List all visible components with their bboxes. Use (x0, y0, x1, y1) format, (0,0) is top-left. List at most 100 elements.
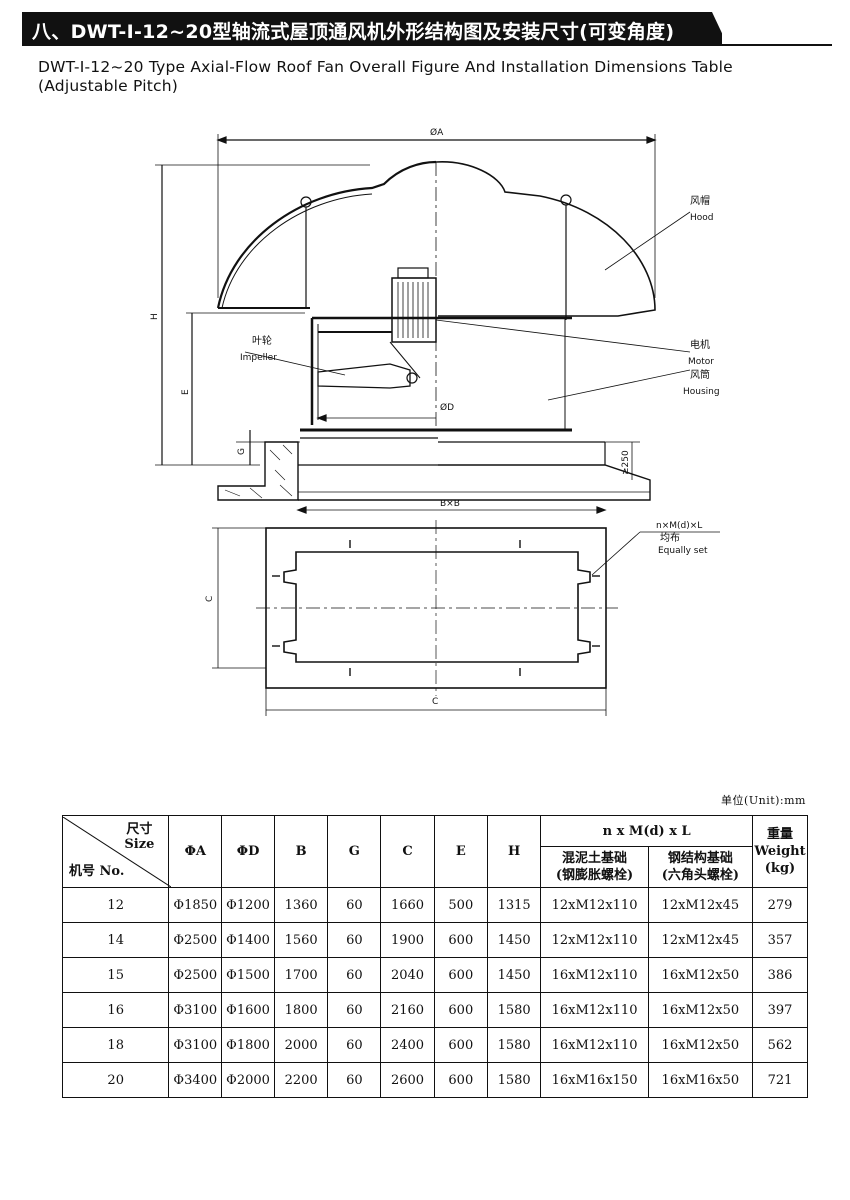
header-concrete-line2: (钢膨胀螺栓) (555, 868, 634, 883)
table-body: 12 Φ1850 Φ1200 1360 60 1660 500 1315 12x… (61, 887, 809, 1098)
page-subtitle: DWT-I-12~20 Type Axial-Flow Roof Fan Ove… (38, 58, 838, 96)
cell-concrete: 16xM12x110 (540, 992, 649, 1028)
cell-g: 60 (327, 1062, 382, 1098)
cell-c: 2040 (380, 957, 435, 993)
cell-steel: 16xM12x50 (647, 1027, 753, 1063)
impeller-hub (406, 372, 418, 384)
label-dim-bxb: B×B (440, 499, 460, 509)
base-plate-right (298, 464, 651, 501)
plan-inner-opening (283, 551, 591, 663)
header-col-concrete: 混泥土基础 (钢膨胀螺栓) (540, 846, 649, 888)
cell-d: Φ1200 (221, 887, 275, 923)
motor-body (391, 277, 437, 343)
hood-outline-left (216, 160, 437, 309)
cell-e: 600 (433, 922, 488, 958)
cell-weight: 721 (751, 1062, 809, 1098)
motor-cap (397, 267, 429, 279)
cell-weight: 386 (751, 957, 809, 993)
header-weight-cn: 重量 (766, 827, 793, 842)
subtitle-line-1: DWT-I-12~20 Type Axial-Flow Roof Fan Ove… (38, 58, 733, 76)
header-col-h: H (486, 815, 542, 888)
header-steel-line1: 钢结构基础 (667, 851, 733, 866)
header-col-c: C (380, 815, 435, 888)
subtitle-line-2: (Adjustable Pitch) (38, 77, 178, 95)
dim-a-arrow-right (646, 136, 657, 144)
title-bar: 八、DWT-I-12~20型轴流式屋顶通风机外形结构图及安装尺寸(可变角度) (22, 12, 722, 46)
header-col-weight: 重量 Weight (kg) (751, 815, 809, 888)
cell-a: Φ3400 (168, 1062, 223, 1098)
plan-bolt-marks (272, 540, 600, 676)
label-dim-a: ØA (430, 127, 444, 138)
cell-a: Φ2500 (168, 922, 223, 958)
impeller-blade (317, 363, 411, 389)
header-steel-line2: (六角头螺栓) (661, 868, 740, 883)
table-row: 18 Φ3100 Φ1800 2000 60 2400 600 1580 16x… (61, 1027, 809, 1063)
dim-bxb-arrow-right (596, 506, 607, 514)
dim-a-arrow-left (216, 136, 227, 144)
label-impeller-cn: 叶轮 (252, 334, 272, 347)
fan-technical-drawing: ØA H E G ØD ≥250 B×B C C 风帽 Hood 叶轮 Impe… (150, 127, 720, 716)
label-dim-250: ≥250 (621, 450, 631, 475)
header-diagonal (63, 816, 171, 887)
label-dim-g: G (237, 448, 247, 455)
cell-a: Φ3100 (168, 1027, 223, 1063)
cell-steel: 16xM16x50 (647, 1062, 753, 1098)
cell-e: 600 (433, 957, 488, 993)
cell-no: 18 (61, 1027, 170, 1063)
dim-d-arrow (316, 414, 327, 422)
cell-weight: 562 (751, 1027, 809, 1063)
leader-housing (547, 369, 691, 401)
label-equally-cn: 均布 (660, 532, 680, 544)
cell-b: 1800 (273, 992, 329, 1028)
header-size: 尺寸 Size (124, 822, 154, 852)
concrete-curb-left (217, 441, 299, 501)
cell-b: 1700 (273, 957, 329, 993)
hood-outline-right (435, 161, 656, 317)
cell-c: 2600 (380, 1062, 435, 1098)
cell-b: 2000 (273, 1027, 329, 1063)
cell-h: 1580 (486, 1027, 542, 1063)
header-size-cn: 尺寸 (126, 821, 153, 837)
label-housing-en: Housing (683, 387, 720, 397)
shaft-line (389, 341, 421, 379)
cell-b: 1560 (273, 922, 329, 958)
cell-concrete: 12xM12x110 (540, 887, 649, 923)
table-row: 15 Φ2500 Φ1500 1700 60 2040 600 1450 16x… (61, 957, 809, 993)
header-col-bolts: n x M(d) x L (540, 815, 753, 847)
cell-a: Φ1850 (168, 887, 223, 923)
label-bolts: n×M(d)×L (656, 521, 702, 531)
dim-bxb-arrow-left (296, 506, 307, 514)
header-size-model: 尺寸 Size 机号 No. (61, 815, 171, 888)
unit-note: 单位(Unit):mm (721, 794, 806, 807)
cell-a: Φ3100 (168, 992, 223, 1028)
cell-steel: 16xM12x50 (647, 992, 753, 1028)
label-equally-en: Equally set (658, 546, 708, 556)
label-hood-en: Hood (690, 213, 714, 223)
cell-g: 60 (327, 887, 382, 923)
leader-motor (435, 319, 691, 353)
leader-hood (604, 211, 691, 271)
cell-c: 2160 (380, 992, 435, 1028)
hood-inner-left (221, 193, 373, 309)
cell-g: 60 (327, 992, 382, 1028)
title-underline (22, 44, 832, 46)
cell-d: Φ1600 (221, 992, 275, 1028)
cell-d: Φ1400 (221, 922, 275, 958)
cell-g: 60 (327, 957, 382, 993)
table-row: 14 Φ2500 Φ1400 1560 60 1900 600 1450 12x… (61, 922, 809, 958)
cell-concrete: 16xM16x150 (540, 1062, 649, 1098)
cell-d: Φ1800 (221, 1027, 275, 1063)
table-row: 16 Φ3100 Φ1600 1800 60 2160 600 1580 16x… (61, 992, 809, 1028)
header-col-g: G (327, 815, 382, 888)
cell-g: 60 (327, 1027, 382, 1063)
header-weight-unit: (kg) (764, 861, 796, 876)
label-impeller-en: Impeller (240, 353, 277, 363)
cell-no: 14 (61, 922, 170, 958)
cell-c: 2400 (380, 1027, 435, 1063)
cell-h: 1450 (486, 957, 542, 993)
cell-weight: 397 (751, 992, 809, 1028)
cell-g: 60 (327, 922, 382, 958)
cell-steel: 16xM12x50 (647, 957, 753, 993)
cell-a: Φ2500 (168, 957, 223, 993)
cell-e: 500 (433, 887, 488, 923)
